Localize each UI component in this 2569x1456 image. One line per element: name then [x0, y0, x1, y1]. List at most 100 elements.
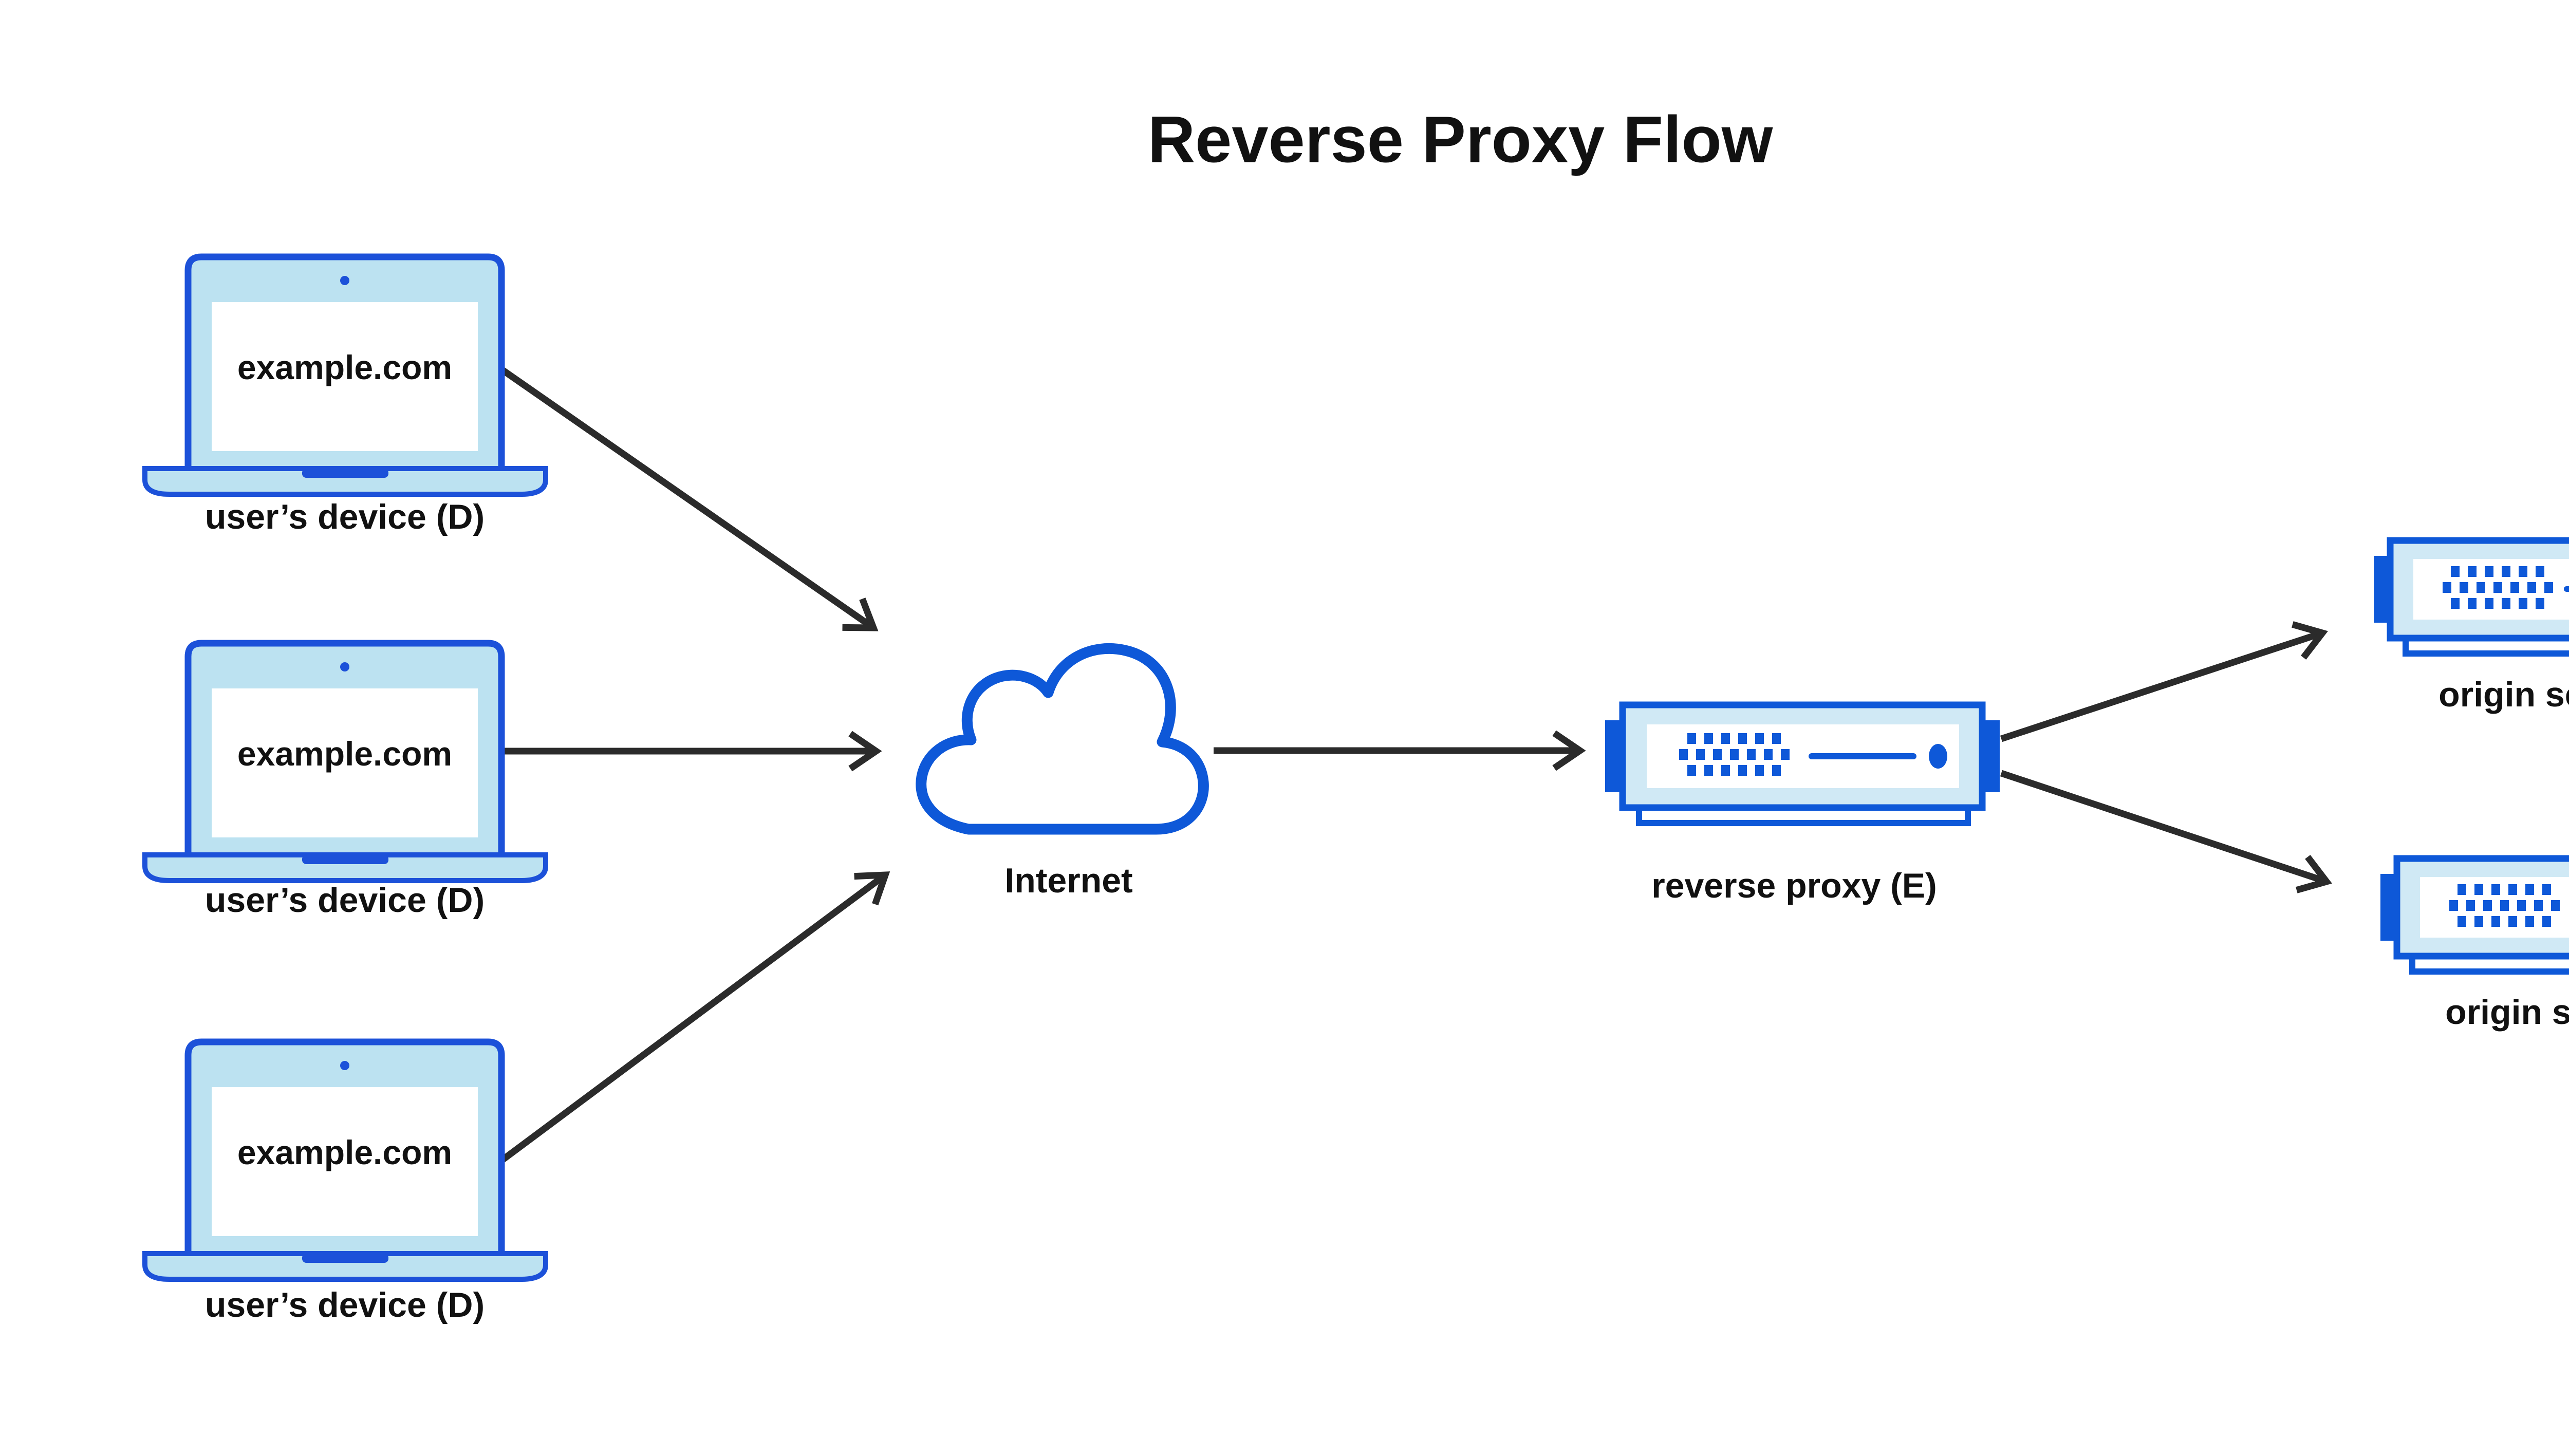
- vent-dot: [2466, 900, 2475, 911]
- vent-dot: [2527, 582, 2536, 593]
- diagram-title: Reverse Proxy Flow: [1148, 103, 1773, 177]
- server-vents-icon: [1679, 733, 1790, 776]
- vent-dot: [1772, 733, 1781, 744]
- vent-dot: [2551, 900, 2560, 911]
- laptop-notch: [302, 855, 388, 864]
- vent-dot: [2474, 916, 2483, 927]
- vent-dot: [2449, 900, 2458, 911]
- vent-dot: [1738, 733, 1747, 744]
- camera-icon: [340, 1061, 349, 1070]
- origin-server-node-2: origin server (F): [2380, 855, 2569, 1032]
- vent-dot: [1704, 765, 1713, 776]
- vent-dot: [1755, 733, 1764, 744]
- vent-dot: [2536, 566, 2544, 577]
- vent-dot: [2458, 916, 2466, 927]
- vent-dot: [2474, 884, 2483, 895]
- origin-server-label: origin server (F): [2438, 675, 2569, 714]
- camera-icon: [340, 276, 349, 285]
- vent-dot: [1721, 765, 1730, 776]
- vent-dot: [2519, 598, 2527, 609]
- laptop-base: [142, 852, 548, 883]
- cloud-icon: [916, 643, 1209, 835]
- arrow-proxy-to-origin1: [2000, 621, 2328, 742]
- vent-dot: [1730, 749, 1739, 760]
- camera-icon: [340, 662, 349, 671]
- vent-dot: [2460, 582, 2468, 593]
- vent-dot: [1687, 733, 1696, 744]
- vent-dot: [2491, 916, 2500, 927]
- vent-dot: [1679, 749, 1688, 760]
- vent-dot: [1721, 733, 1730, 744]
- vent-dot: [1704, 733, 1713, 744]
- user-device-node-1: example.com user’s device (D): [142, 253, 548, 536]
- flow-arrows: [497, 365, 2332, 1165]
- laptop-screen: [212, 688, 478, 837]
- vent-dot: [1713, 749, 1722, 760]
- vent-dot: [2451, 566, 2460, 577]
- device-label: user’s device (D): [205, 497, 485, 536]
- laptop-notch: [302, 1254, 388, 1263]
- user-device-node-3: example.com user’s device (D): [142, 1038, 548, 1324]
- vent-dot: [2502, 598, 2510, 609]
- vent-dot: [1747, 749, 1756, 760]
- vent-dot: [2525, 884, 2534, 895]
- origin-server-label: origin server (F): [2445, 993, 2569, 1032]
- vent-dot: [1764, 749, 1773, 760]
- vent-dot: [2517, 900, 2526, 911]
- laptop-icon: example.com: [142, 1038, 548, 1282]
- vent-dot: [2519, 566, 2527, 577]
- vent-dot: [2483, 900, 2492, 911]
- vent-dot: [2485, 566, 2493, 577]
- screen-url-text: example.com: [237, 348, 452, 386]
- laptop-screen: [212, 302, 478, 451]
- vent-dot: [1687, 765, 1696, 776]
- server-icon: [2374, 537, 2569, 657]
- device-label: user’s device (D): [205, 1285, 485, 1324]
- vent-dot: [2502, 566, 2510, 577]
- laptop-notch: [302, 469, 388, 478]
- vent-dot: [2542, 884, 2551, 895]
- vent-dot: [2468, 598, 2477, 609]
- vent-dot: [1738, 765, 1747, 776]
- vent-dot: [2500, 900, 2509, 911]
- vent-dot: [1781, 749, 1790, 760]
- origin-server-node-1: origin server (F): [2374, 537, 2569, 714]
- internet-node: Internet: [916, 643, 1209, 900]
- vent-dot: [2485, 598, 2493, 609]
- vent-dot: [2542, 916, 2551, 927]
- vent-dot: [2491, 884, 2500, 895]
- vent-dot: [2508, 884, 2517, 895]
- server-led-icon: [1929, 744, 1947, 769]
- arrow-device1-to-internet: [497, 365, 879, 631]
- vent-dot: [2525, 916, 2534, 927]
- vent-dot: [1772, 765, 1781, 776]
- laptop-base: [142, 1251, 548, 1282]
- user-device-node-2: example.com user’s device (D): [142, 640, 548, 920]
- vent-dot: [2534, 900, 2543, 911]
- vent-dot: [2458, 884, 2466, 895]
- laptop-screen: [212, 1087, 478, 1236]
- vent-dot: [1755, 765, 1764, 776]
- vent-dot: [2508, 916, 2517, 927]
- server-slot-line: [2564, 586, 2569, 592]
- internet-label: Internet: [1004, 861, 1132, 900]
- laptop-icon: example.com: [142, 640, 548, 883]
- server-icon: [2380, 855, 2569, 975]
- vent-dot: [2477, 582, 2485, 593]
- reverse-proxy-node: reverse proxy (E): [1605, 701, 2000, 905]
- server-slot-line: [1809, 753, 1916, 759]
- reverse-proxy-label: reverse proxy (E): [1651, 866, 1937, 905]
- vent-dot: [1696, 749, 1705, 760]
- vent-dot: [2451, 598, 2460, 609]
- arrow-proxy-to-origin2: [2000, 770, 2332, 893]
- server-vents-icon: [2449, 884, 2560, 927]
- vent-dot: [2468, 566, 2477, 577]
- vent-dot: [2536, 598, 2544, 609]
- vent-dot: [2544, 582, 2553, 593]
- screen-url-text: example.com: [237, 735, 452, 773]
- arrow-device3-to-internet: [497, 871, 890, 1165]
- device-label: user’s device (D): [205, 881, 485, 920]
- vent-dot: [2443, 582, 2451, 593]
- screen-url-text: example.com: [237, 1133, 452, 1171]
